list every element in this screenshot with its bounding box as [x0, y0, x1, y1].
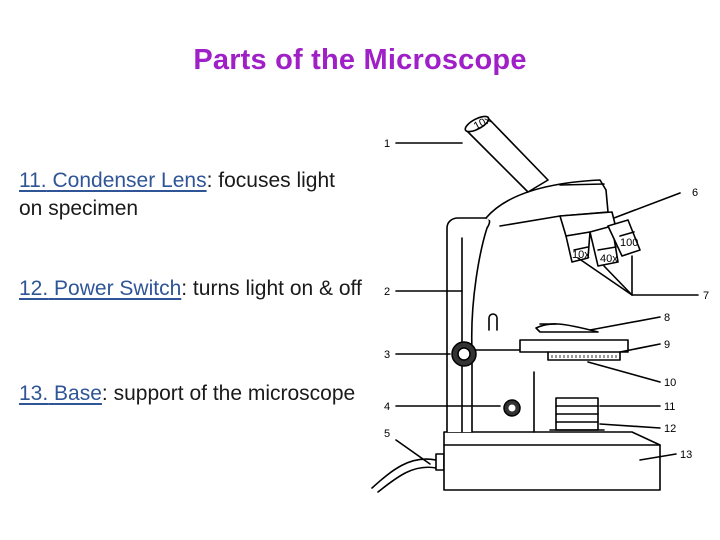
part-label-11: 11	[664, 401, 675, 413]
part-label-4: 4	[384, 401, 390, 413]
definition-base: : support of the microscope	[101, 382, 356, 405]
eyepiece	[464, 115, 490, 133]
part-label-10: 10	[664, 377, 676, 389]
power-cord	[371, 458, 437, 489]
microscope-stage	[519, 339, 629, 353]
label-line-7	[577, 257, 699, 296]
description-power-switch: 12. Power Switch: turns light on & off	[19, 275, 364, 303]
part-label-7: 7	[703, 290, 709, 302]
objective-lens-mid	[589, 225, 619, 267]
part-label-9: 9	[664, 339, 670, 351]
objective-text-3: 100	[620, 237, 638, 249]
part-label-3: 3	[384, 349, 390, 361]
microscope-arm	[446, 217, 491, 433]
label-line-8	[589, 316, 661, 331]
label-line-12	[599, 423, 661, 429]
description-base: 13. Base: support of the microscope	[19, 380, 364, 408]
cord-plug	[435, 453, 445, 471]
part-label-2: 2	[384, 286, 390, 298]
term-condenser-lens: 11. Condenser Lens	[19, 169, 207, 192]
term-power-switch: 12. Power Switch	[19, 277, 182, 300]
part-label-6: 6	[692, 187, 698, 199]
part-label-13: 13	[680, 449, 692, 461]
label-line-5	[395, 439, 431, 465]
description-condenser-lens: 11. Condenser Lens: focuses light on spe…	[19, 167, 364, 223]
part-label-5: 5	[384, 428, 390, 440]
microscope-base	[443, 431, 661, 491]
label-line-6	[613, 192, 681, 219]
objective-lens-long	[607, 219, 641, 257]
arm-slot	[488, 313, 498, 331]
stage-clip	[535, 323, 599, 333]
stage-gear-teeth	[551, 355, 617, 358]
label-line-9	[619, 343, 661, 353]
part-label-8: 8	[664, 312, 670, 324]
objective-text-1: 10x	[572, 249, 590, 261]
definition-power-switch: : turns light on & off	[181, 277, 362, 300]
objective-lens-short	[565, 231, 591, 263]
part-label-1: 1	[384, 138, 390, 150]
page-title: Parts of the Microscope	[193, 44, 527, 76]
definition-condenser-lens: : focuses light on specimen	[19, 169, 335, 220]
term-base: 13. Base	[19, 382, 102, 405]
part-label-12: 12	[664, 423, 676, 435]
label-line-10	[587, 361, 661, 383]
label-line-13	[639, 453, 677, 461]
objective-text-2: 40x	[600, 253, 618, 265]
